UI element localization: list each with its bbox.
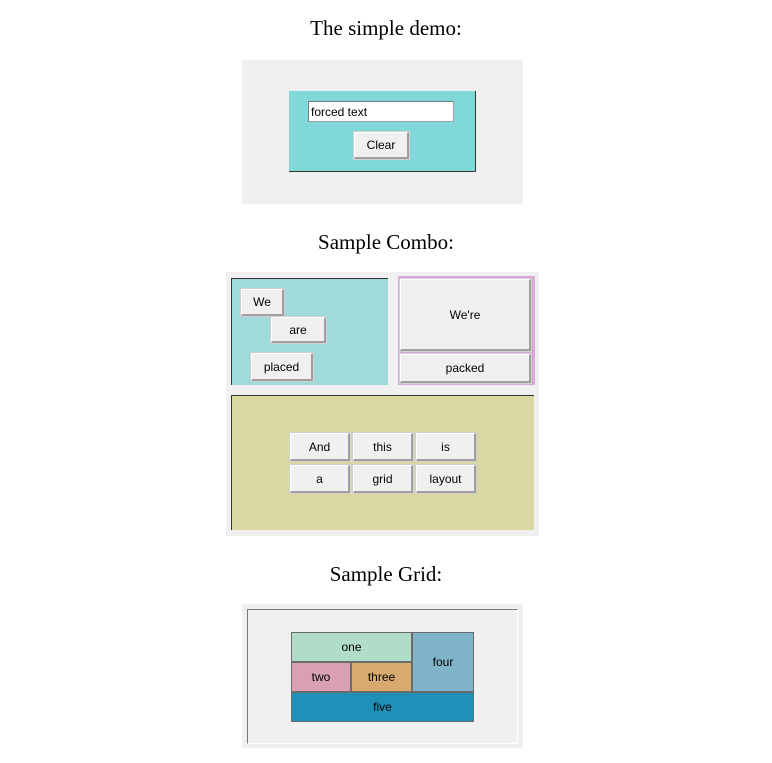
this-button[interactable]: this	[352, 432, 414, 462]
are-button[interactable]: are	[270, 316, 327, 344]
grid-cell-four: four	[412, 632, 474, 692]
simple-demo-frame: Clear	[289, 91, 476, 172]
sample-grid-frame: one four two three five	[247, 609, 518, 744]
grid-cell-one: one	[291, 632, 412, 662]
placed-button[interactable]: placed	[250, 352, 314, 382]
packed-button[interactable]: packed	[399, 353, 532, 384]
and-button[interactable]: And	[289, 432, 351, 462]
we-button[interactable]: We	[240, 288, 285, 317]
grid-button[interactable]: grid	[352, 464, 414, 494]
sample-combo-heading: Sample Combo:	[318, 230, 454, 254]
grid-cell-five: five	[291, 692, 474, 722]
grid-cell-two: two	[291, 662, 351, 692]
simple-demo-window: Clear	[242, 60, 523, 204]
packed-frame: We're packed	[398, 276, 535, 385]
clear-button[interactable]: Clear	[353, 131, 410, 160]
layout-button[interactable]: layout	[415, 464, 477, 494]
placed-frame: We are placed	[231, 278, 388, 385]
forced-text-entry[interactable]	[308, 101, 454, 122]
simple-demo-heading: The simple demo:	[310, 16, 462, 40]
a-button[interactable]: a	[289, 464, 351, 494]
grid-cell-three: three	[351, 662, 412, 692]
grid-frame: And this is a grid layout	[231, 395, 534, 530]
is-button[interactable]: is	[415, 432, 477, 462]
sample-grid-heading: Sample Grid:	[329, 562, 443, 586]
sample-grid-window: one four two three five	[242, 604, 523, 748]
were-button[interactable]: We're	[399, 278, 532, 352]
combo-window: We are placed We're packed And this is a…	[226, 272, 539, 536]
